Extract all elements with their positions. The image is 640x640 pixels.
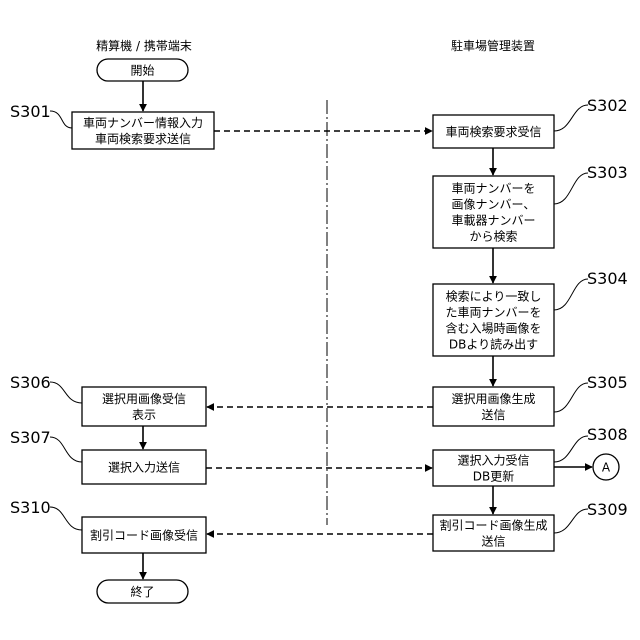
end-text-line-1: 終了 (130, 584, 154, 599)
process-box-s305: 選択用画像生成送信 (433, 387, 554, 426)
end-terminal: 終了 (97, 580, 188, 603)
s305-text-line-1: 選択用画像生成 (451, 392, 535, 406)
s304-text-line-3: 含む入場時画像を (445, 321, 541, 336)
start-text-line-1: 開始 (130, 64, 154, 78)
step-label-s310: S310 (10, 498, 82, 530)
s303-text-line-1: 車両ナンバーを (451, 182, 535, 196)
svg-text:S308: S308 (587, 425, 628, 444)
svg-text:S304: S304 (587, 269, 628, 288)
process-box-s309: 割引コード画像生成送信 (433, 515, 554, 551)
process-box-s302: 車両検索要求受信 (433, 115, 554, 148)
svg-text:S301: S301 (10, 102, 51, 121)
svg-text:S306: S306 (10, 373, 51, 392)
svg-text:S303: S303 (587, 163, 628, 182)
s304-text-line-4: DBより読み出す (449, 337, 538, 352)
svg-text:S302: S302 (587, 96, 628, 115)
svg-text:S305: S305 (587, 373, 628, 392)
step-label-s301: S301 (10, 102, 72, 128)
connector-a-label: A (602, 461, 611, 475)
process-box-s308: 選択入力受信DB更新 (433, 450, 554, 486)
lane-header-left: 精算機 / 携帯端末 (96, 38, 192, 53)
s310-text-line-1: 割引コード画像受信 (90, 528, 198, 543)
s309-text-line-1: 割引コード画像生成 (439, 518, 547, 533)
s307-text-line-1: 選択入力送信 (108, 460, 180, 475)
process-box-s303: 車両ナンバーを画像ナンバー、車載器ナンバーから検索 (433, 176, 554, 248)
s305-text-line-2: 送信 (481, 407, 505, 422)
step-label-s303: S303 (554, 163, 628, 204)
lane-header-right: 駐車場管理装置 (451, 38, 535, 53)
svg-text:S310: S310 (10, 498, 51, 517)
process-box-s304: 検索により一致した車両ナンバーを含む入場時画像をDBより読み出す (433, 284, 554, 356)
s306-text-line-1: 選択用画像受信 (102, 392, 186, 406)
s303-text-line-3: 車載器ナンバー (451, 214, 535, 228)
step-label-s306: S306 (10, 373, 82, 403)
svg-text:S307: S307 (10, 428, 51, 447)
s309-text-line-2: 送信 (481, 534, 505, 549)
s301-text-line-1: 車両ナンバー情報入力 (83, 116, 203, 130)
process-box-s307: 選択入力送信 (82, 450, 206, 484)
s306-text-line-2: 表示 (132, 408, 156, 422)
step-label-s305: S305 (554, 373, 628, 412)
s308-text-line-1: 選択入力受信 (457, 454, 529, 468)
connector-a: A (593, 454, 619, 480)
step-label-s309: S309 (554, 500, 628, 533)
s303-text-line-4: から検索 (469, 230, 517, 244)
process-box-s306: 選択用画像受信表示 (82, 387, 206, 426)
process-box-s310: 割引コード画像受信 (82, 517, 206, 553)
step-label-s304: S304 (554, 269, 628, 310)
step-label-s307: S307 (10, 428, 82, 462)
s303-text-line-2: 画像ナンバー、 (452, 198, 536, 212)
step-label-s302: S302 (554, 96, 628, 131)
process-box-s301: 車両ナンバー情報入力車両検索要求送信 (72, 112, 214, 149)
s302-text-line-1: 車両検索要求受信 (445, 125, 541, 139)
start-terminal: 開始 (97, 59, 188, 81)
s301-text-line-2: 車両検索要求送信 (95, 131, 191, 146)
svg-text:S309: S309 (587, 500, 628, 519)
s304-text-line-1: 検索により一致し (446, 290, 542, 304)
s308-text-line-2: DB更新 (473, 469, 514, 484)
s304-text-line-2: た車両ナンバーを (445, 306, 541, 320)
step-label-s308: S308 (554, 425, 628, 462)
